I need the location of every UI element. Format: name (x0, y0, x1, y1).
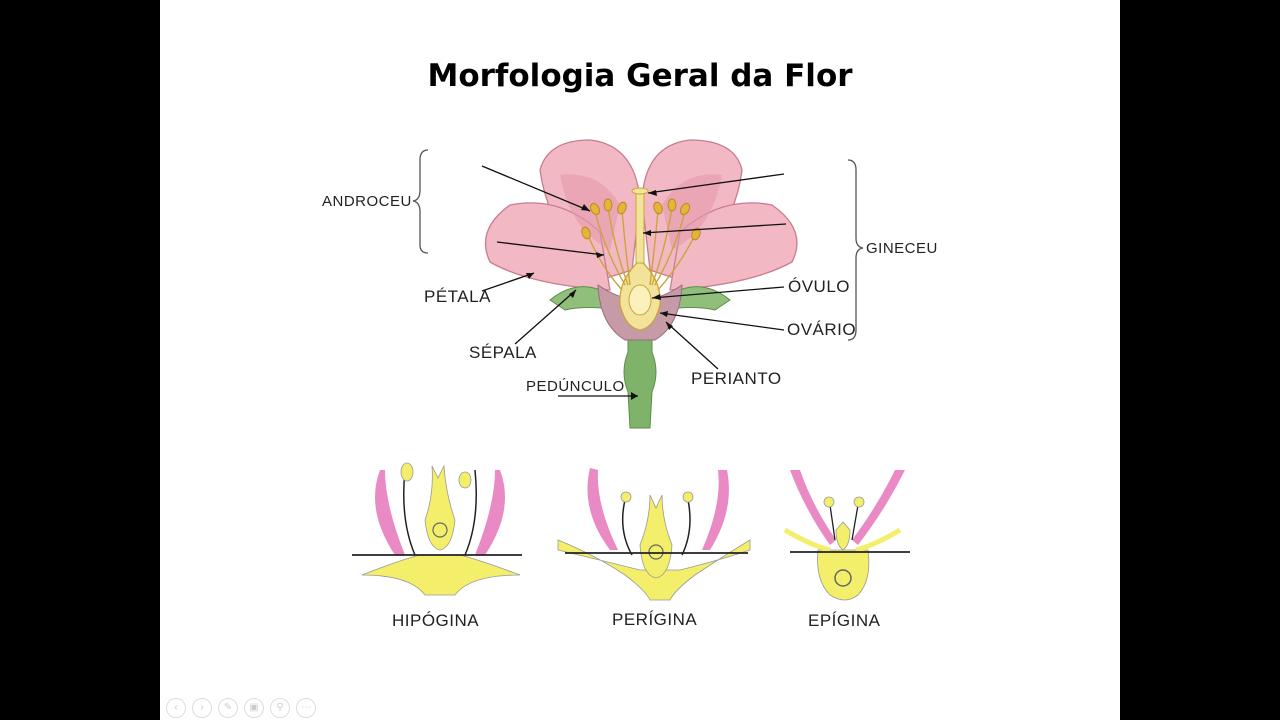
previous-icon[interactable]: ‹ (166, 698, 186, 718)
anthers (581, 198, 701, 241)
ovule (628, 284, 652, 316)
stigma (631, 187, 649, 195)
label-hipogina: HIPÓGINA (392, 611, 480, 630)
epigina-diagram (783, 470, 910, 601)
label-sepala: SÉPALA (469, 343, 537, 362)
next-icon[interactable]: › (192, 698, 212, 718)
presentation-toolbar: ‹ › ✎ ▣ ⚲ ⋯ (166, 698, 316, 718)
pointer-lines (481, 165, 787, 397)
hipogina-diagram (352, 462, 522, 596)
more-icon[interactable]: ⋯ (296, 698, 316, 718)
gineceu-brace (847, 159, 864, 341)
label-epigina: EPÍGINA (808, 611, 881, 630)
stem (623, 329, 657, 429)
label-petala: PÉTALA (424, 287, 491, 306)
label-pedunculo: PEDÚNCULO (526, 378, 625, 395)
petal-left (484, 202, 611, 291)
arrowheads (526, 190, 673, 400)
page-title: Morfologia Geral da Flor (427, 58, 853, 94)
perigina-diagram (557, 468, 751, 601)
label-perigina: PERÍGINA (612, 610, 698, 629)
label-androceu: ANDROCEU (322, 193, 412, 210)
stamens (587, 207, 696, 291)
label-ovulo: ÓVULO (788, 277, 851, 296)
label-perianto: PERIANTO (691, 369, 782, 388)
label-gineceu: GINECEU (866, 240, 938, 257)
androceu-brace (412, 149, 429, 254)
style (635, 192, 645, 264)
zoom-icon[interactable]: ⚲ (270, 698, 290, 718)
slides-icon[interactable]: ▣ (244, 698, 264, 718)
label-ovario: OVÁRIO (787, 320, 857, 339)
pen-icon[interactable]: ✎ (218, 698, 238, 718)
